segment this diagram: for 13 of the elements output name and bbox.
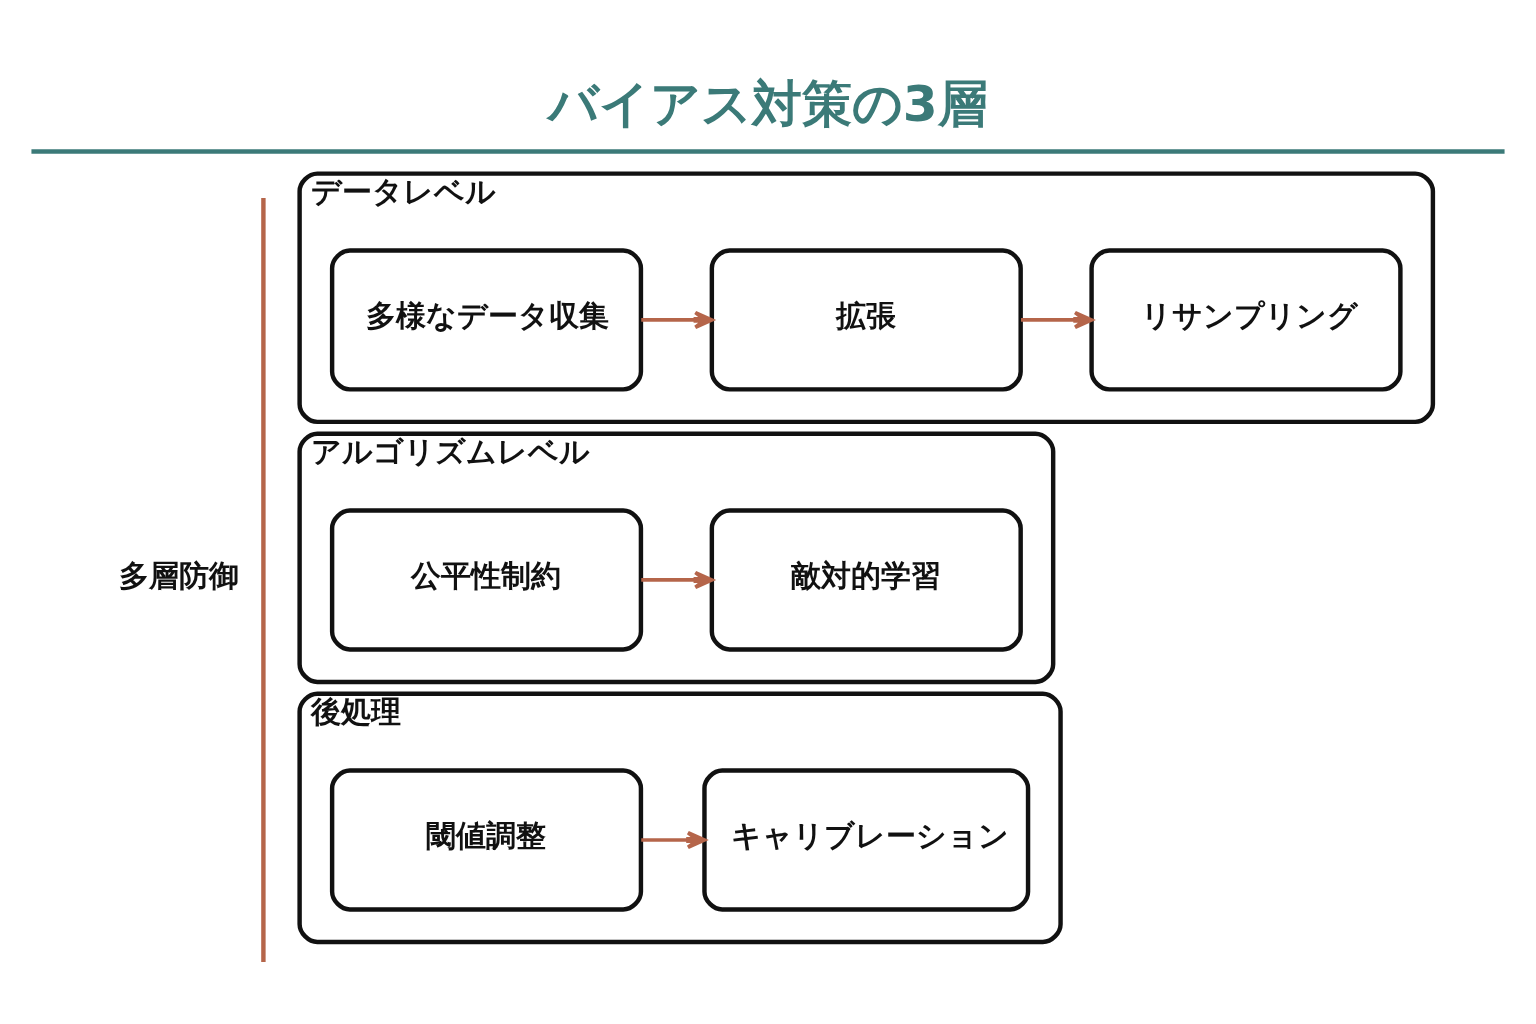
label: 多層防御 [119, 558, 240, 593]
node-box: キャリブレーション [702, 768, 1031, 912]
node-box: 閾値調整 [329, 768, 644, 912]
node-box: 敵対的学習 [709, 508, 1023, 652]
node-box: 多様なデータ収集 [329, 248, 644, 392]
diagram-title: バイアス対策の3層 [547, 74, 988, 134]
node-box: リサンプリング [1089, 248, 1403, 392]
node-box: 公平性制約 [329, 508, 644, 652]
node-box: 拡張 [709, 248, 1023, 392]
arrow [641, 310, 714, 330]
arrow [641, 830, 707, 850]
arrow [1021, 310, 1094, 330]
arrow [641, 570, 714, 590]
